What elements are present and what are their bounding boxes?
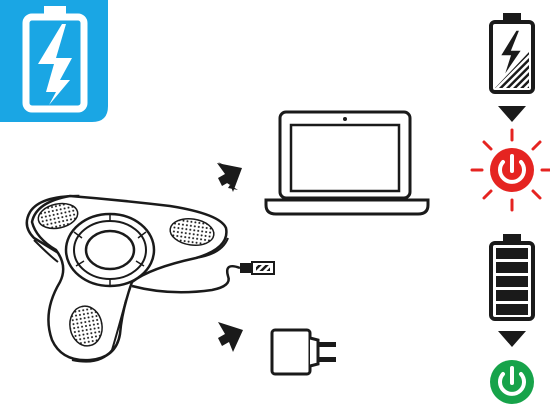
charging-badge xyxy=(0,0,108,122)
charging-state-column xyxy=(470,13,550,212)
battery-bar xyxy=(496,248,528,259)
down-arrow-1-icon xyxy=(498,106,526,122)
speaker-grille-bottom xyxy=(69,305,103,347)
charging-battery-icon xyxy=(22,6,88,113)
wall-charger-icon xyxy=(270,328,336,376)
battery-bar xyxy=(496,290,528,301)
speaker-grille-right xyxy=(169,218,215,246)
full-battery-icon xyxy=(489,234,535,321)
red-power-light-icon xyxy=(470,128,550,212)
green-power-light-icon xyxy=(490,360,534,404)
control-ring-inner xyxy=(84,229,136,271)
battery-bar xyxy=(496,276,528,287)
battery-bar xyxy=(496,262,528,273)
speakerphone-device xyxy=(25,194,229,363)
charging-battery-icon xyxy=(489,13,535,94)
battery-half-fill xyxy=(495,52,529,88)
arrow-to-laptop-shape xyxy=(217,163,242,192)
battery-bolt-icon xyxy=(498,29,524,79)
battery-bar xyxy=(496,304,528,315)
lightning-bolt-icon xyxy=(38,24,72,105)
down-arrow-2-icon xyxy=(498,331,526,347)
laptop-icon xyxy=(264,110,430,216)
full-state-column xyxy=(489,234,535,404)
arrow-to-charger-icon xyxy=(218,322,243,352)
usb-cable-icon xyxy=(131,261,275,294)
speaker-grille-left xyxy=(37,202,79,230)
